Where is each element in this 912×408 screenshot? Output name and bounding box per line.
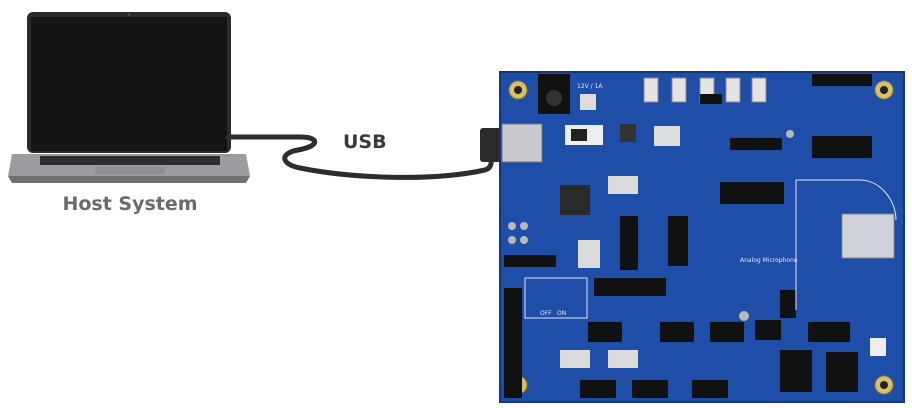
usb-receptacle [501, 123, 543, 163]
laptop-icon [8, 12, 250, 183]
host-system-label: Host System [62, 193, 198, 215]
dip-switch [608, 350, 638, 368]
chip [560, 185, 590, 215]
chip [620, 124, 636, 142]
eval-board: 12V / 1A [499, 71, 905, 403]
dip-switch [578, 240, 600, 268]
analog-mic-label: Analog Microphone [740, 257, 798, 264]
dip-switch [608, 176, 638, 194]
power-label: 12V / 1A [577, 83, 603, 90]
switch-off-label: OFF [540, 310, 552, 317]
usb-label: USB [343, 131, 387, 153]
chip [654, 126, 680, 146]
usb-connector [480, 128, 502, 162]
usb-cable [225, 134, 494, 180]
dip-switch [560, 350, 590, 368]
switch-on-label: ON [557, 310, 566, 317]
wireless-module [841, 213, 895, 259]
